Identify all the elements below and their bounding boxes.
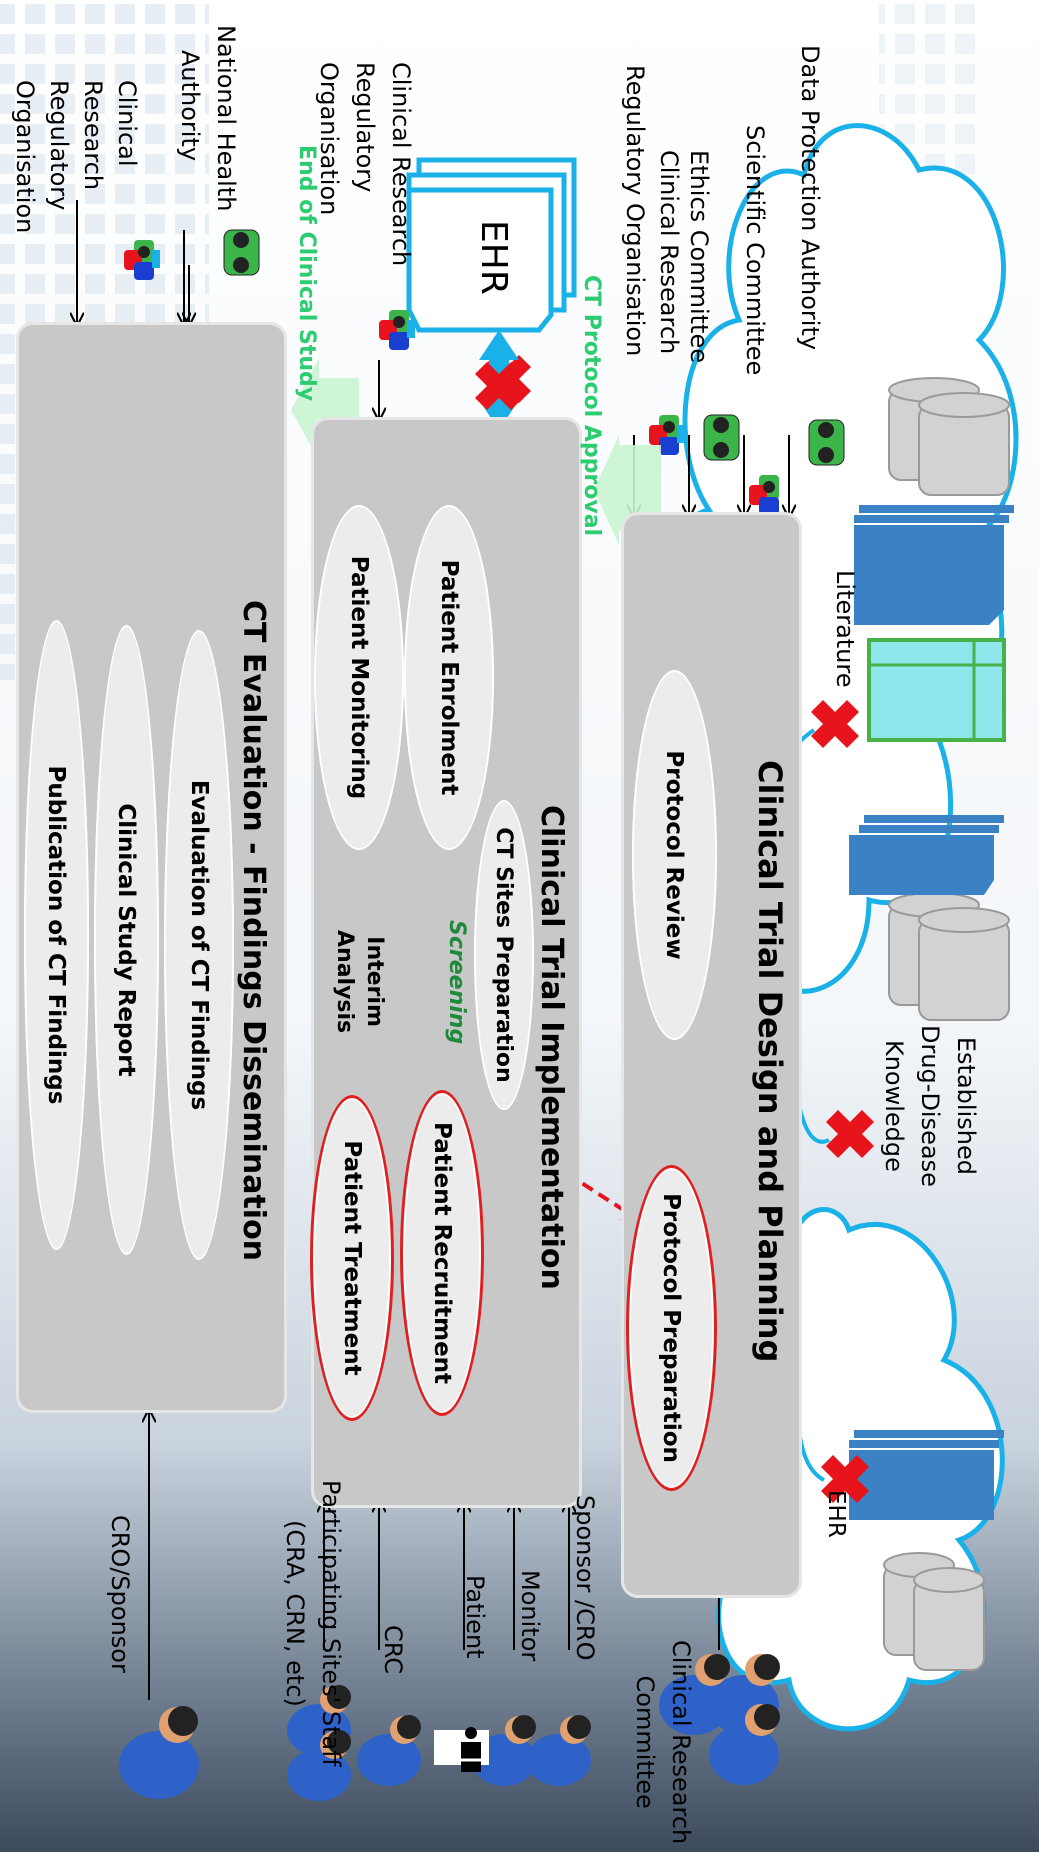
nha-line1: National Health [212, 25, 240, 212]
ct-sites-preparation-oval[interactable]: CT Sites Preparation [474, 800, 534, 1110]
red-x-icon [821, 1455, 869, 1503]
crro-right-line2: Research [79, 80, 107, 191]
spreadsheet-icon [867, 638, 1006, 742]
red-x-icon [826, 1110, 874, 1158]
committee-line2: Committee [631, 1675, 659, 1809]
phase1-title: Clinical Trial Design and Planning [751, 760, 789, 1363]
crro-line1-label: Clinical Research [655, 150, 683, 355]
protocol-preparation-label: Protocol Preparation [658, 1193, 685, 1463]
analysis-label: Analysis [332, 930, 357, 1034]
interim-label: Interim [362, 936, 387, 1027]
crro-right-line3: Regulatory [45, 80, 73, 211]
established-line3: Knowledge [880, 1039, 908, 1172]
cro-sponsor-label: CRO/Sponsor [106, 1515, 134, 1673]
protocol-review-oval[interactable]: Protocol Review [632, 670, 717, 1040]
nha-line2: Authority [176, 50, 204, 162]
ethics-crro-label: Ethics Committee Clinical Research [654, 150, 714, 363]
database-icon [888, 892, 1010, 1021]
database-icon [888, 377, 1010, 496]
monitor-label: Monitor [516, 1570, 544, 1662]
protocol-preparation-oval[interactable]: Protocol Preparation [626, 1165, 717, 1491]
person-avatar-icon [119, 1654, 780, 1801]
crro-line2-label: Regulatory Organisation [621, 65, 649, 357]
patient-recruitment-oval[interactable]: Patient Recruitment [400, 1090, 484, 1416]
scientific-committee-label: Scientific Committee [741, 125, 769, 376]
clinical-research-committee-label: Clinical Research Committee [627, 1640, 699, 1844]
clinical-study-report-label: Clinical Study Report [113, 803, 140, 1077]
data-protection-authority-label: Data Protection Authority [796, 45, 824, 351]
established-line2: Drug-Disease [916, 1025, 944, 1187]
phase3-title: CT Evaluation - Findings Dissemination [236, 600, 271, 1262]
puzzle-people-icon [124, 229, 845, 515]
patient-treatment-label: Patient Treatment [339, 1140, 365, 1376]
red-x-icon [475, 362, 523, 410]
document-stack-icon [854, 505, 1014, 625]
patient-recruitment-label: Patient Recruitment [429, 1121, 455, 1385]
red-x-icon [811, 700, 859, 748]
patient-treatment-oval[interactable]: Patient Treatment [310, 1095, 394, 1421]
established-knowledge-label: Established Drug-Disease Knowledge [876, 1025, 984, 1187]
crro-right-label: Clinical Research Regulatory Organisatio… [8, 80, 144, 233]
document-stack-icon [849, 1430, 1004, 1520]
evaluation-ct-findings-label: Evaluation of CT Findings [186, 779, 212, 1111]
screening-label: Screening [444, 920, 469, 1045]
ehr-box-crro-line1: Clinical Research [387, 62, 415, 267]
crc-label: CRC [379, 1625, 407, 1674]
phase2-title: Clinical Trial Implementation [534, 805, 569, 1290]
ehr-source-label: EHR [823, 1490, 849, 1538]
database-icon [883, 1552, 985, 1671]
patient-enrolment-label: Patient Enrolment [436, 559, 462, 796]
participating-sites-line2: (CRA, CRN, etc) [281, 1520, 309, 1707]
ethics-committee-label: Ethics Committee [685, 150, 713, 363]
sponsor-cro-label: Sponsor /CRO [571, 1495, 599, 1661]
ehr-document-label: EHR [473, 220, 514, 295]
publication-ct-findings-label: Publication of CT Findings [43, 765, 70, 1105]
patient-label: Patient [461, 1575, 489, 1659]
publication-ct-findings-oval[interactable]: Publication of CT Findings [24, 620, 89, 1250]
crro-right-line1: Clinical [113, 80, 141, 167]
ct-protocol-approval-label: CT Protocol Approval [579, 275, 604, 537]
interim-analysis-label: Interim Analysis [329, 930, 389, 1033]
ehr-box-crro-label: Clinical Research Regulatory Organisatio… [311, 62, 419, 266]
literature-label: Literature [831, 570, 859, 688]
committee-line1: Clinical Research [667, 1640, 695, 1845]
participating-sites-label: Participating Sites' Staff (CRA, CRN, et… [277, 1480, 349, 1767]
ct-sites-preparation-label: CT Sites Preparation [491, 827, 517, 1083]
patient-enrolment-oval[interactable]: Patient Enrolment [404, 505, 494, 850]
patient-figure-icon [434, 1727, 489, 1772]
nha-label: National Health Authority [172, 25, 244, 211]
evaluation-ct-findings-oval[interactable]: Evaluation of CT Findings [164, 630, 234, 1260]
crro-right-line4: Organisation [11, 80, 39, 234]
ehr-document-stack-icon [406, 157, 577, 333]
established-line1: Established [952, 1036, 980, 1175]
protocol-review-label: Protocol Review [661, 750, 688, 960]
ehr-box-crro-line2: Regulatory [351, 62, 379, 193]
participating-sites-line1: Participating Sites' Staff [317, 1480, 345, 1767]
patient-monitoring-label: Patient Monitoring [346, 555, 372, 800]
clinical-study-report-oval[interactable]: Clinical Study Report [94, 625, 159, 1255]
patient-monitoring-oval[interactable]: Patient Monitoring [314, 505, 404, 850]
ehr-box-crro-line3: Organisation [315, 62, 343, 216]
document-stack-icon [849, 815, 1004, 895]
